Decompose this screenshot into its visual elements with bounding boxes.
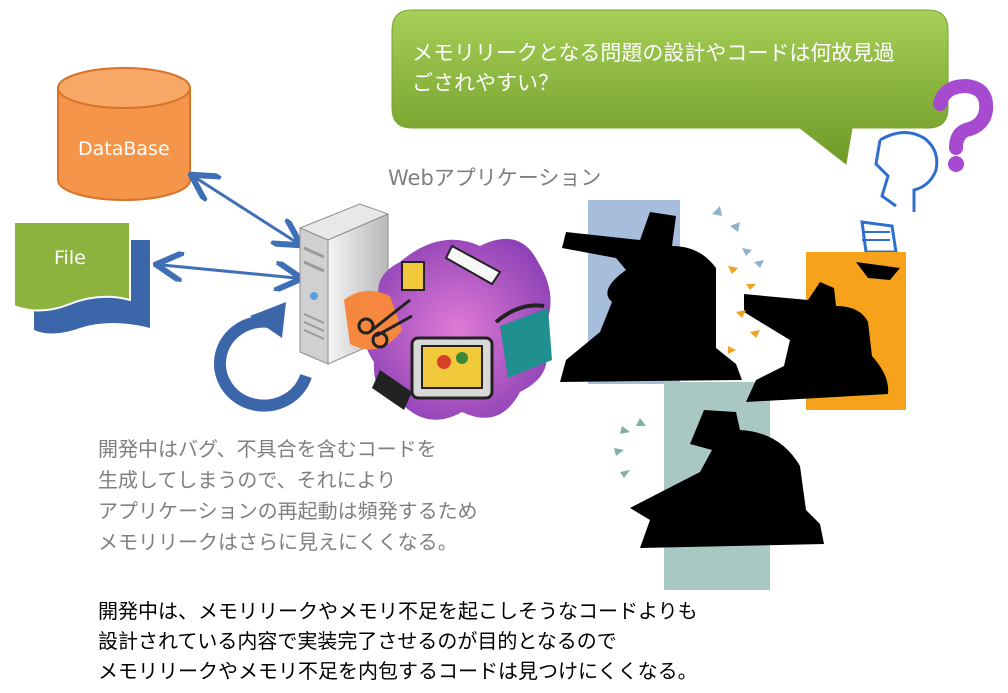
file-label: File [54,247,86,269]
paragraph-line: 開発中はバグ、不具合を含むコードを [98,437,437,461]
question-thinker-icon [860,78,994,254]
paragraph-line: アプリケーションの再起動は頻発するため [98,499,478,523]
callout-line: メモリリークとなる問題の設計やコードは何故見過 [412,41,895,65]
clipart-tools-icon [344,238,552,420]
paragraph-line: メモリリークやメモリ不足を内包するコードは見つけにくくなる。 [98,659,698,683]
paragraph-line: 生成してしまうので、それにより [98,468,397,492]
web-app-label: Webアプリケーション [388,166,602,190]
paragraph-line: 設計されている内容で実装完了させるのが目的となるので [98,629,617,653]
black-paragraph: 開発中は、メモリリークやメモリ不足を起こしそうなコードよりも 設計されている内容… [98,596,798,686]
gray-paragraph: 開発中はバグ、不具合を含むコードを 生成してしまうので、それにより アプリケーシ… [98,434,538,558]
paragraph-line: メモリリークはさらに見えにくくなる。 [98,530,458,554]
paragraph-line: 開発中は、メモリリークやメモリ不足を起こしそうなコードよりも [98,599,698,623]
database-label: DataBase [78,138,170,160]
callout-text: メモリリークとなる問題の設計やコードは何故見過 ごされやすい？ [412,38,932,98]
callout-bubble [391,9,949,165]
refresh-arrow-icon [213,302,312,412]
file-connection-arrow [162,265,296,278]
database-icon [57,67,191,201]
businessmen-clipart [560,200,906,590]
file-icon [13,221,150,334]
callout-line: ごされやすい？ [412,71,559,95]
db-connection-arrow [196,178,296,242]
